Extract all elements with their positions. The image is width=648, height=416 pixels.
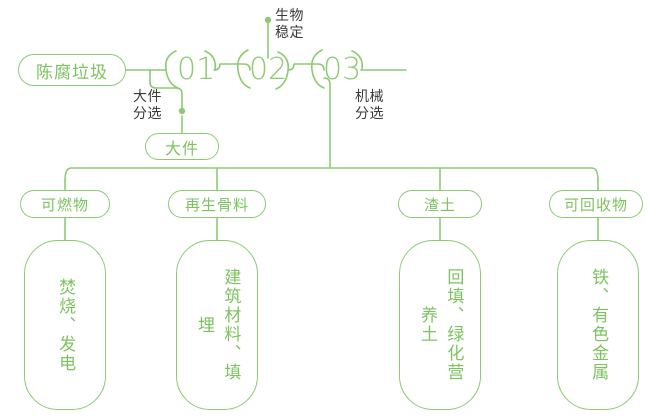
arc-bracket-step02-left — [236, 49, 251, 89]
fraction-pill-residue-soil[interactable]: 渣土 — [398, 190, 482, 218]
step-number-01: 01 — [177, 55, 215, 85]
outcome-box-combustibles[interactable]: 焚烧、发电 — [24, 240, 106, 410]
source-pill[interactable]: 陈腐垃圾 — [18, 54, 126, 86]
wire-step03-down-to-bus — [323, 77, 331, 169]
step-number-03-text: 03 — [323, 52, 362, 87]
fraction-pill-aggregate-label: 再生骨料 — [184, 195, 249, 214]
step-number-02: 02 — [249, 55, 287, 85]
arc-bracket-step03-right — [351, 50, 364, 71]
fraction-pill-aggregate[interactable]: 再生骨料 — [168, 190, 266, 218]
step-note-02: 生物 稳定 — [275, 8, 304, 41]
step-note-03: 机械 分选 — [355, 89, 384, 122]
side-output-pill[interactable]: 大件 — [145, 133, 219, 160]
outcome-box-residue-soil[interactable]: 回填、绿化营养土 — [399, 240, 481, 410]
step-number-02-text: 02 — [249, 52, 288, 87]
outcome-box-aggregate-text: 建筑材料、填埋 — [194, 268, 241, 382]
outcome-box-residue-soil-text: 回填、绿化营养土 — [417, 268, 464, 382]
fraction-pill-combustibles-label: 可燃物 — [40, 195, 89, 214]
arc-bracket-step01-right — [204, 50, 217, 71]
outcome-box-recyclables-text: 铁、有色金属 — [588, 268, 609, 382]
arc-bracket-step02-right — [275, 51, 290, 90]
arc-bracket-step03-left — [310, 49, 325, 89]
fraction-pill-recyclables-label: 可回收物 — [563, 195, 628, 214]
outcome-box-recyclables[interactable]: 铁、有色金属 — [557, 240, 639, 410]
step-note-01: 大件 分选 — [133, 89, 162, 122]
source-pill-label: 陈腐垃圾 — [36, 62, 108, 83]
fraction-pill-recyclables[interactable]: 可回收物 — [549, 190, 643, 218]
wire-step01-to-step02 — [213, 63, 251, 71]
fraction-pill-residue-soil-label: 渣土 — [423, 195, 456, 214]
branch-dot-bio — [264, 16, 272, 24]
step-number-01-text: 01 — [177, 52, 216, 87]
wire-step02-to-step03 — [287, 63, 325, 71]
arc-bracket-step01-left — [164, 50, 179, 89]
outcome-box-aggregate[interactable]: 建筑材料、填埋 — [176, 240, 258, 410]
step-number-03: 03 — [323, 55, 361, 85]
wire-distribution-bus — [64, 167, 599, 182]
side-output-pill-label: 大件 — [164, 138, 199, 158]
outcome-box-combustibles-text: 焚烧、发电 — [55, 277, 76, 373]
fraction-pill-combustibles[interactable]: 可燃物 — [20, 190, 110, 218]
branch-dot-bulky — [178, 107, 186, 115]
wire-step01-branch-down — [149, 69, 183, 111]
